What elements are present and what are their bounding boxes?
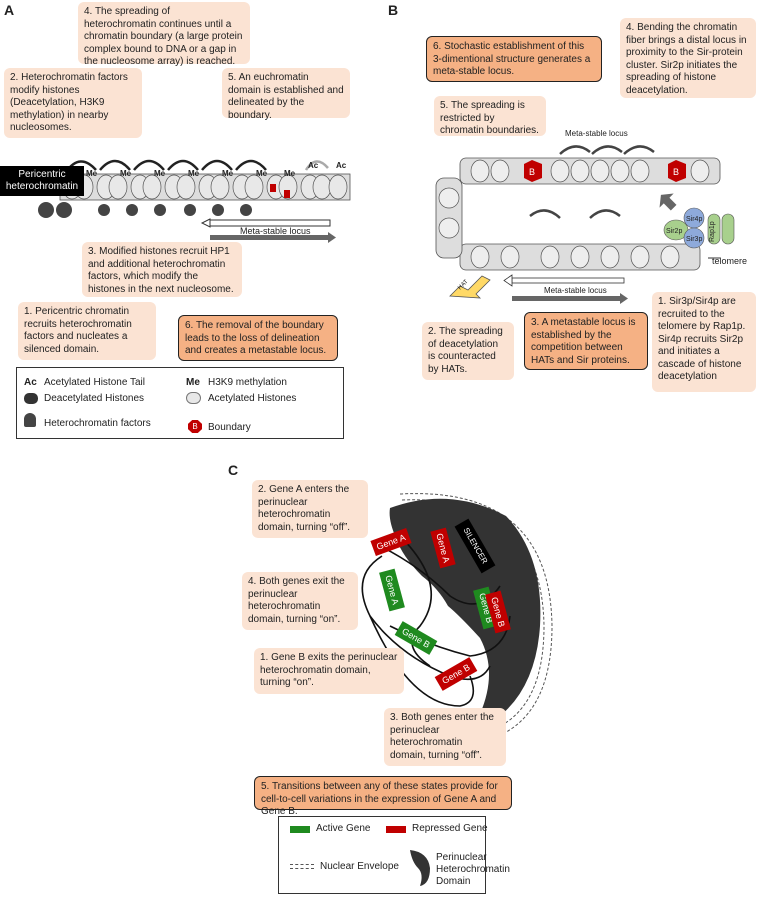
panel-b-callout-2: 2. The spreading of deacetylation is cou… [422,322,514,380]
panel-c-legend [278,816,486,894]
svg-text:Ac: Ac [308,161,319,170]
panel-a-callout-6: 6. The removal of the boundary leads to … [178,315,338,361]
panel-c-callout-2: 2. Gene A enters the perinuclear heteroc… [252,480,368,538]
panel-a-callout-5: 5. An euchromatin domain is established … [222,68,350,121]
sir2-label: Sir2p [666,228,682,235]
telomere-label: telomere [712,256,747,266]
heterochromatin-domain-icon [410,850,430,886]
sir4-label: Sir4p [686,216,702,223]
heterochromatin-factor-icon [24,413,36,427]
repressed-gene-icon [386,826,406,833]
boundary-letter: B [192,422,198,431]
legend-repressed-gene: Repressed Gene [412,823,488,834]
panel-a-callout-3: 3. Modified histones recruit HP1 and add… [82,242,242,297]
svg-text:Me: Me [256,169,268,178]
panel-c-callout-5: 5. Transitions between any of these stat… [254,776,512,817]
legend-active-gene: Active Gene [316,823,371,834]
svg-text:Me: Me [154,169,166,178]
panel-b-callout-4: 4. Bending the chromatin fiber brings a … [620,18,756,98]
legend-deacetylated-histones: Deacetylated Histones [44,393,145,404]
panel-c-letter: C [228,462,239,478]
legend-boundary: Boundary [208,422,251,433]
me-label: Me [86,169,98,178]
nuclear-envelope-icon [290,864,314,869]
legend-acetylated-tail: Acetylated Histone Tail [44,377,145,388]
panel-c-callout-3: 3. Both genes enter the perinuclear hete… [384,708,506,766]
panel-a-metastable-label: Meta-stable locus [240,226,311,236]
panel-a-callout-2: 2. Heterochromatin factors modify histon… [4,68,142,138]
deacetylated-histone-icon [24,393,38,404]
methylation-symbol: Me [186,377,200,388]
panel-b-callout-6: 6. Stochastic establishment of this 3-di… [426,36,602,82]
panel-b-callout-3: 3. A metastable locus is established by … [524,312,648,370]
svg-text:Ac: Ac [336,161,347,170]
boundary-icon: B [188,420,202,433]
pericentric-label: Pericentric heterochromatin [5,169,79,192]
acetylated-histone-icon [186,392,201,404]
svg-text:Me: Me [222,169,234,178]
pericentric-heterochromatin-box: Pericentric heterochromatin [0,166,84,196]
panel-a-callout-4: 4. The spreading of heterochromatin cont… [78,2,250,67]
panel-b-callout-1: 1. Sir3p/Sir4p are recruited to the telo… [652,292,756,392]
legend-h3k9-methylation: H3K9 methylation [208,377,287,388]
panel-b-metastable-bottom: Meta-stable locus [544,286,607,295]
legend-acetylated-histones: Acetylated Histones [208,393,297,404]
svg-text:Me: Me [188,169,200,178]
panel-c-callout-4: 4. Both genes exit the perinuclear heter… [242,572,358,630]
panel-a-legend [16,367,344,439]
panel-c-callout-1: 1. Gene B exits the perinuclear heteroch… [254,648,404,694]
rap1-label: Rap1p [709,221,716,242]
panel-b-metastable-top: Meta-stable locus [565,129,628,138]
sir3-label: Sir3p [686,236,702,243]
acetylated-tail-symbol: Ac [24,377,37,388]
panel-a-letter: A [4,2,15,18]
legend-heterochromatin-domain: Perinuclear Heterochromatin Domain [436,852,510,887]
legend-nuclear-envelope: Nuclear Envelope [320,861,399,872]
panel-b-callout-5: 5. The spreading is restricted by chroma… [434,96,546,136]
panel-a-callout-1: 1. Pericentric chromatin recruits hetero… [18,302,156,360]
svg-text:Me: Me [284,169,296,178]
panel-b-chromatin-diagram: B B Sir2p Sir4p Sir3p Rap1p telomere HAT… [435,129,747,304]
active-gene-icon [290,826,310,833]
boundary-right: B [673,167,679,177]
svg-text:Me: Me [120,169,132,178]
legend-heterochromatin-factors: Heterochromatin factors [44,418,151,429]
boundary-left: B [529,167,535,177]
panel-b-letter: B [388,2,399,18]
